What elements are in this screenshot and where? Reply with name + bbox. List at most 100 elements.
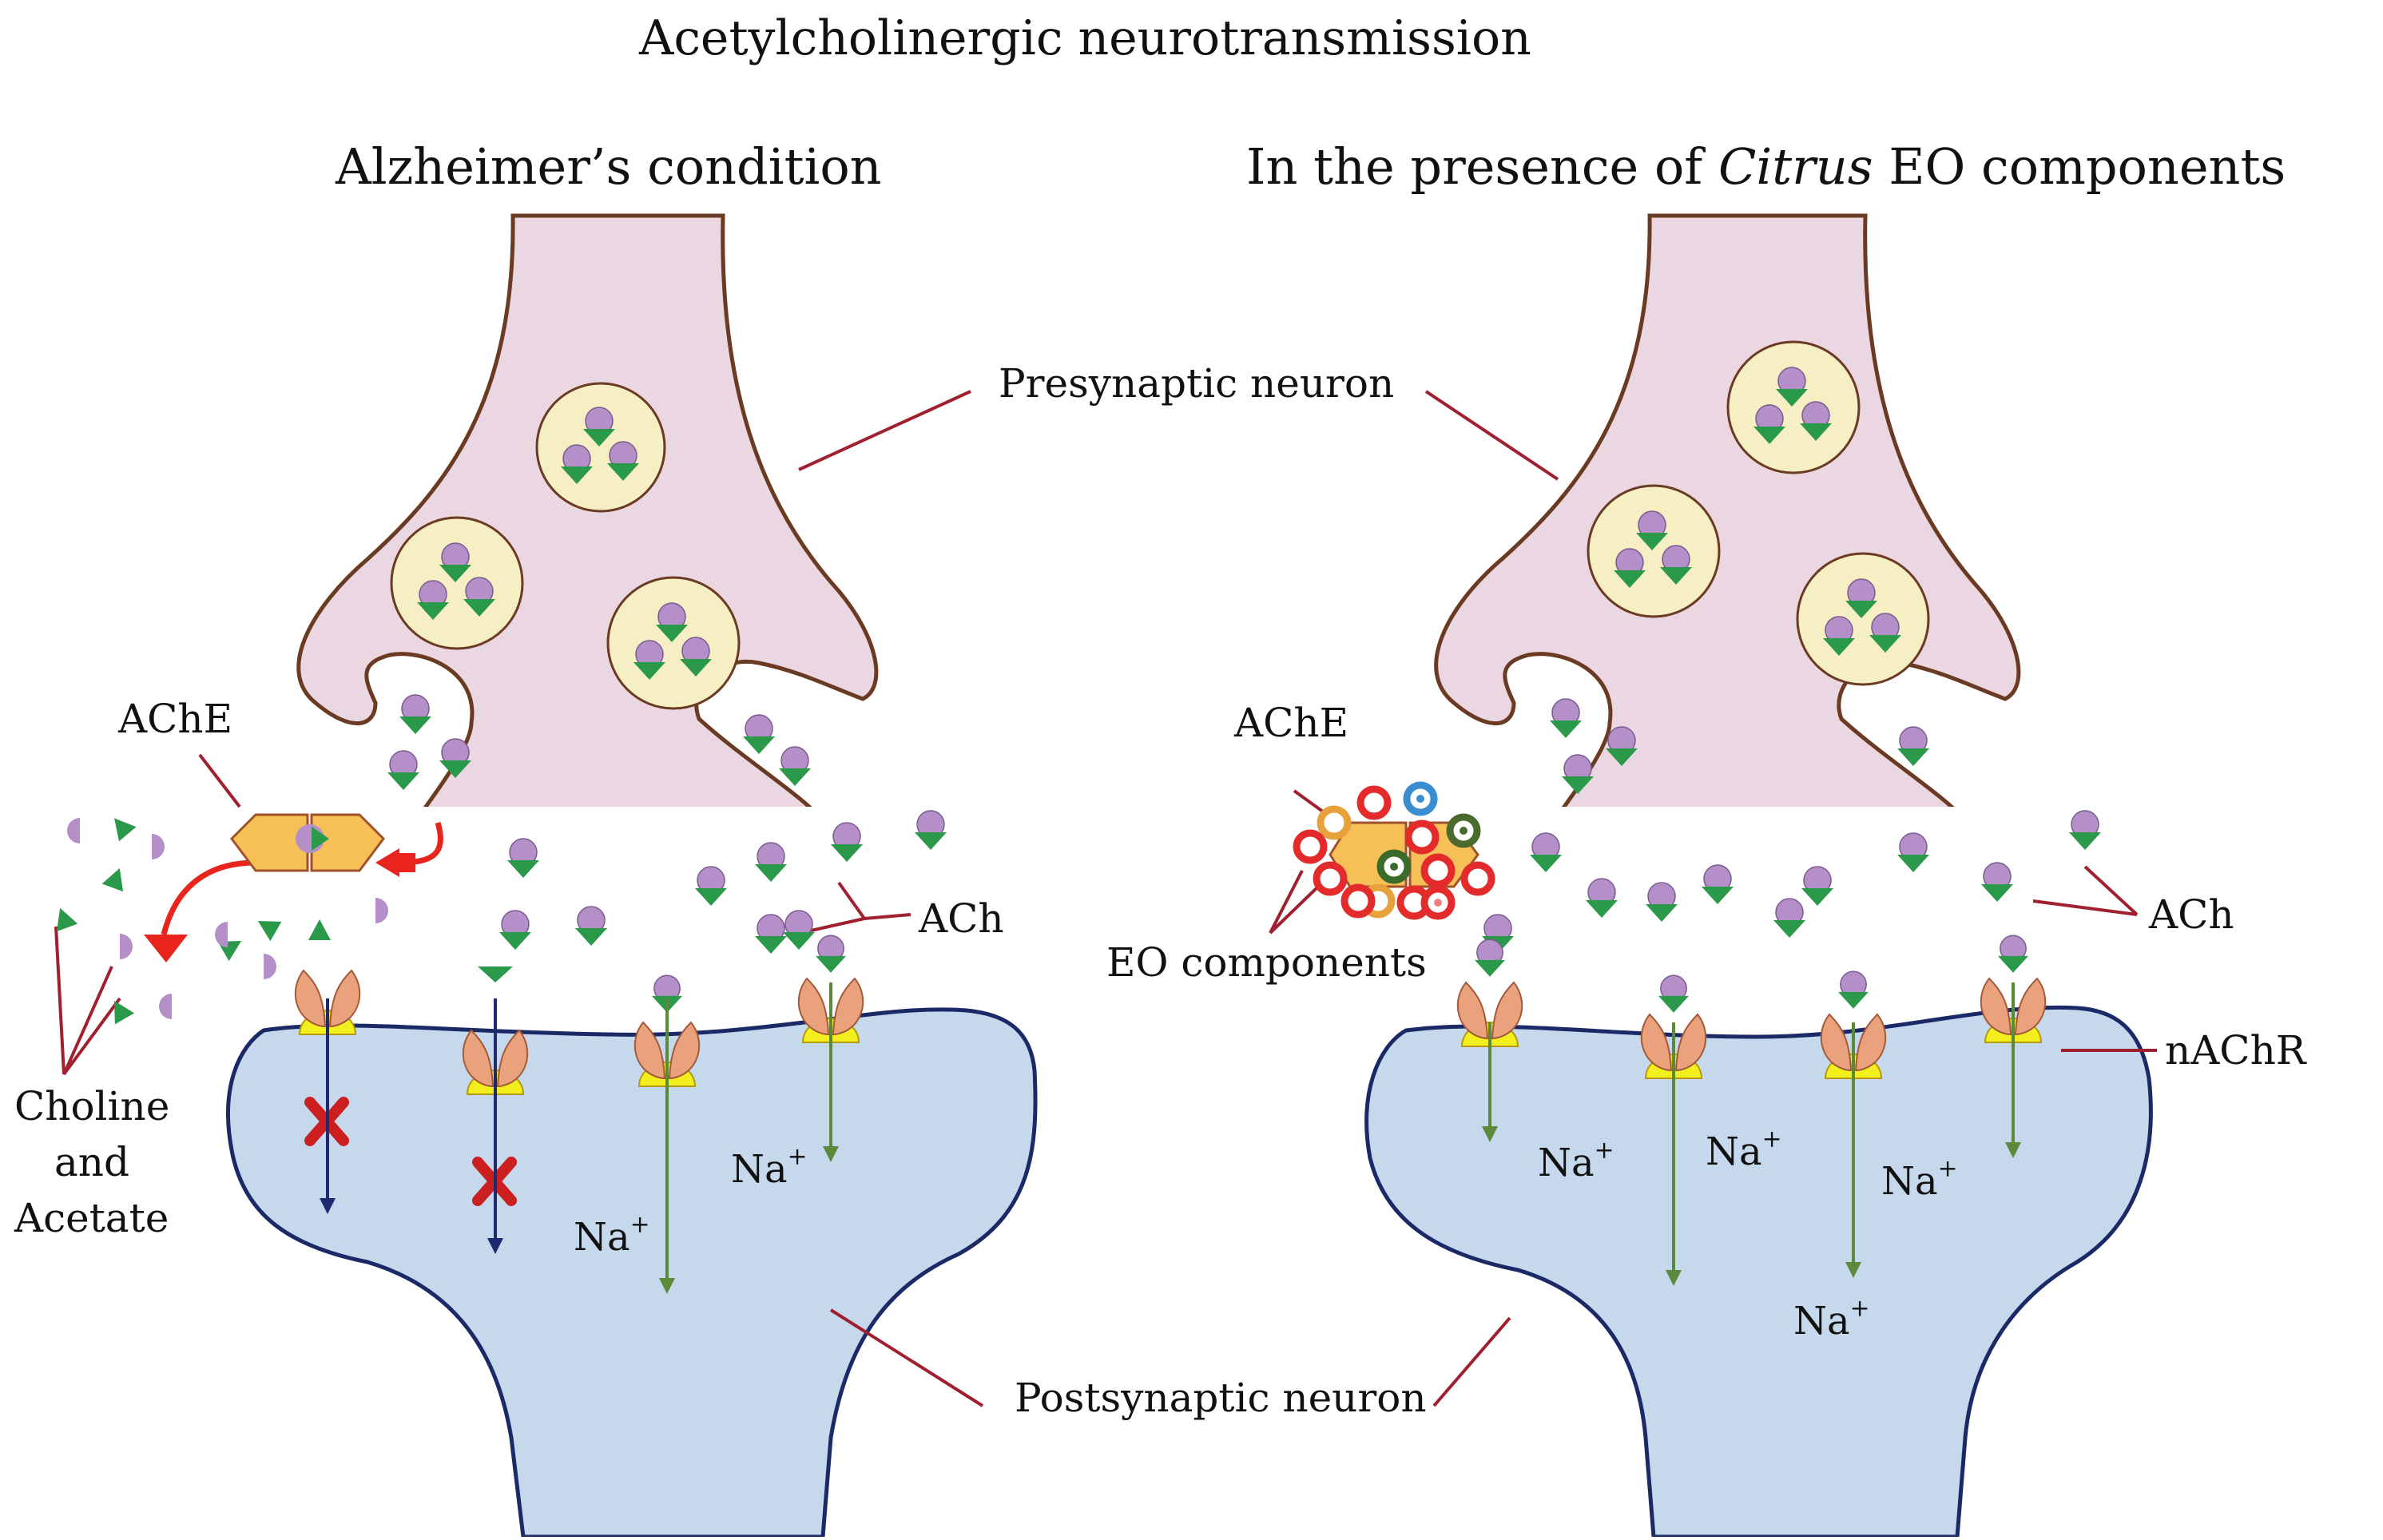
na-label-5: Na+ xyxy=(1881,1154,1958,1204)
ach-molecule xyxy=(743,714,775,754)
na-label-4: Na+ xyxy=(1706,1125,1782,1174)
ach-molecule xyxy=(1646,882,1678,922)
red-arrowhead-1 xyxy=(375,848,399,877)
ach-molecule xyxy=(1845,578,1877,618)
ach-molecule xyxy=(1550,698,1582,738)
eo-component xyxy=(1340,883,1376,919)
eo-component-core xyxy=(1460,827,1468,835)
ach-molecule xyxy=(1586,878,1618,918)
ach-molecule xyxy=(1636,510,1668,550)
acetate xyxy=(56,907,78,932)
ache-enzyme-left xyxy=(230,813,385,872)
choline xyxy=(375,898,388,923)
choline xyxy=(152,834,165,859)
ache-label-left: AChE xyxy=(118,696,233,742)
na-label-6: Na+ xyxy=(1793,1294,1870,1344)
acetate xyxy=(114,1000,135,1025)
postsynaptic-label: Postsynaptic neuron xyxy=(1015,1375,1427,1421)
vesicle xyxy=(535,382,666,513)
ach-molecule xyxy=(2069,810,2101,850)
ach-label-left: ACh xyxy=(919,895,1004,942)
ach-molecule xyxy=(399,694,431,734)
eo-components-label: EO components xyxy=(1106,939,1427,986)
na-label-2: Na+ xyxy=(574,1210,650,1260)
ach-molecule xyxy=(1800,401,1832,441)
ach-molecule xyxy=(463,577,495,617)
eo-component-core xyxy=(1416,795,1424,803)
eo-component xyxy=(1404,820,1440,855)
ach-molecule xyxy=(499,910,531,950)
na-label-1: Na+ xyxy=(731,1142,808,1192)
diagram-title: Acetylcholinergic neurotransmission xyxy=(639,10,1531,66)
choline xyxy=(159,994,172,1019)
vesicle xyxy=(390,516,524,650)
ach-molecule xyxy=(1530,832,1562,872)
choline xyxy=(120,934,133,959)
ach-molecule xyxy=(417,580,449,620)
ach-molecule xyxy=(783,910,815,950)
nachr-label: nAChR xyxy=(2165,1027,2306,1074)
eo-component xyxy=(1460,861,1495,896)
vesicle xyxy=(1587,484,1721,618)
ach-molecule xyxy=(583,407,615,447)
choline-label-line3: Acetate xyxy=(14,1195,169,1241)
ach-molecule xyxy=(831,822,863,862)
left-panel-heading: Alzheimer’s condition xyxy=(336,137,882,196)
vesicle xyxy=(1796,552,1930,686)
ach-label-right: ACh xyxy=(2149,891,2234,938)
ach-molecule xyxy=(1869,613,1901,653)
vesicle xyxy=(606,576,741,710)
ach-molecule xyxy=(680,637,712,677)
ach-molecule xyxy=(656,602,688,642)
right-heading-suffix: EO components xyxy=(1889,137,2286,196)
nachr-receptor xyxy=(1640,1013,1707,1079)
hydrolysis-arrows xyxy=(144,821,443,963)
ach-molecule xyxy=(607,441,639,481)
ach-molecule xyxy=(1776,367,1808,407)
ach-molecule xyxy=(1773,898,1805,938)
right-heading-prefix: In the presence of xyxy=(1246,137,1703,196)
eo-component xyxy=(1293,829,1328,864)
ache-label-right: AChE xyxy=(1234,700,1349,746)
na-label-3: Na+ xyxy=(1538,1136,1614,1185)
ach-molecule xyxy=(779,746,811,786)
ach-molecule xyxy=(1562,754,1594,794)
ach-molecule xyxy=(1702,864,1734,904)
ach-molecule xyxy=(915,810,947,850)
ach-molecule xyxy=(1658,974,1689,1013)
acetate xyxy=(101,867,124,892)
ach-molecule xyxy=(1823,616,1855,656)
eo-component xyxy=(1356,785,1392,820)
ach-molecule xyxy=(575,906,607,946)
acetate xyxy=(308,919,331,940)
acetate xyxy=(257,921,282,942)
presynaptic-neuron-left xyxy=(296,213,879,824)
ach-molecule xyxy=(1753,404,1785,444)
presynaptic-label: Presynaptic neuron xyxy=(999,360,1395,407)
leader-lines xyxy=(54,390,2157,1407)
ach-molecule xyxy=(1897,726,1929,766)
ach-molecule xyxy=(507,838,539,878)
ach-molecule xyxy=(561,444,593,484)
right-panel-heading: In the presence of Citrus EO components xyxy=(1246,142,2286,192)
choline xyxy=(264,954,276,979)
ach-molecule xyxy=(1897,832,1929,872)
choline xyxy=(215,922,228,947)
ach-molecule xyxy=(439,738,471,778)
choline-label-line1: Choline xyxy=(14,1083,170,1129)
red-arrowhead-2 xyxy=(144,935,188,963)
choline xyxy=(67,818,80,843)
ach-molecule xyxy=(387,750,419,790)
eo-component xyxy=(1420,853,1456,888)
eo-component xyxy=(1317,805,1352,840)
eo-component-core xyxy=(1434,899,1442,907)
acetate xyxy=(478,966,513,982)
ach-molecule xyxy=(1660,545,1692,585)
ach-molecule xyxy=(1801,866,1833,906)
ach-molecule xyxy=(1606,726,1638,766)
presynaptic-neuron-right xyxy=(1434,213,2021,824)
ach-molecule xyxy=(755,842,787,882)
eo-component-core xyxy=(1390,863,1398,871)
ach-molecule xyxy=(755,914,787,954)
